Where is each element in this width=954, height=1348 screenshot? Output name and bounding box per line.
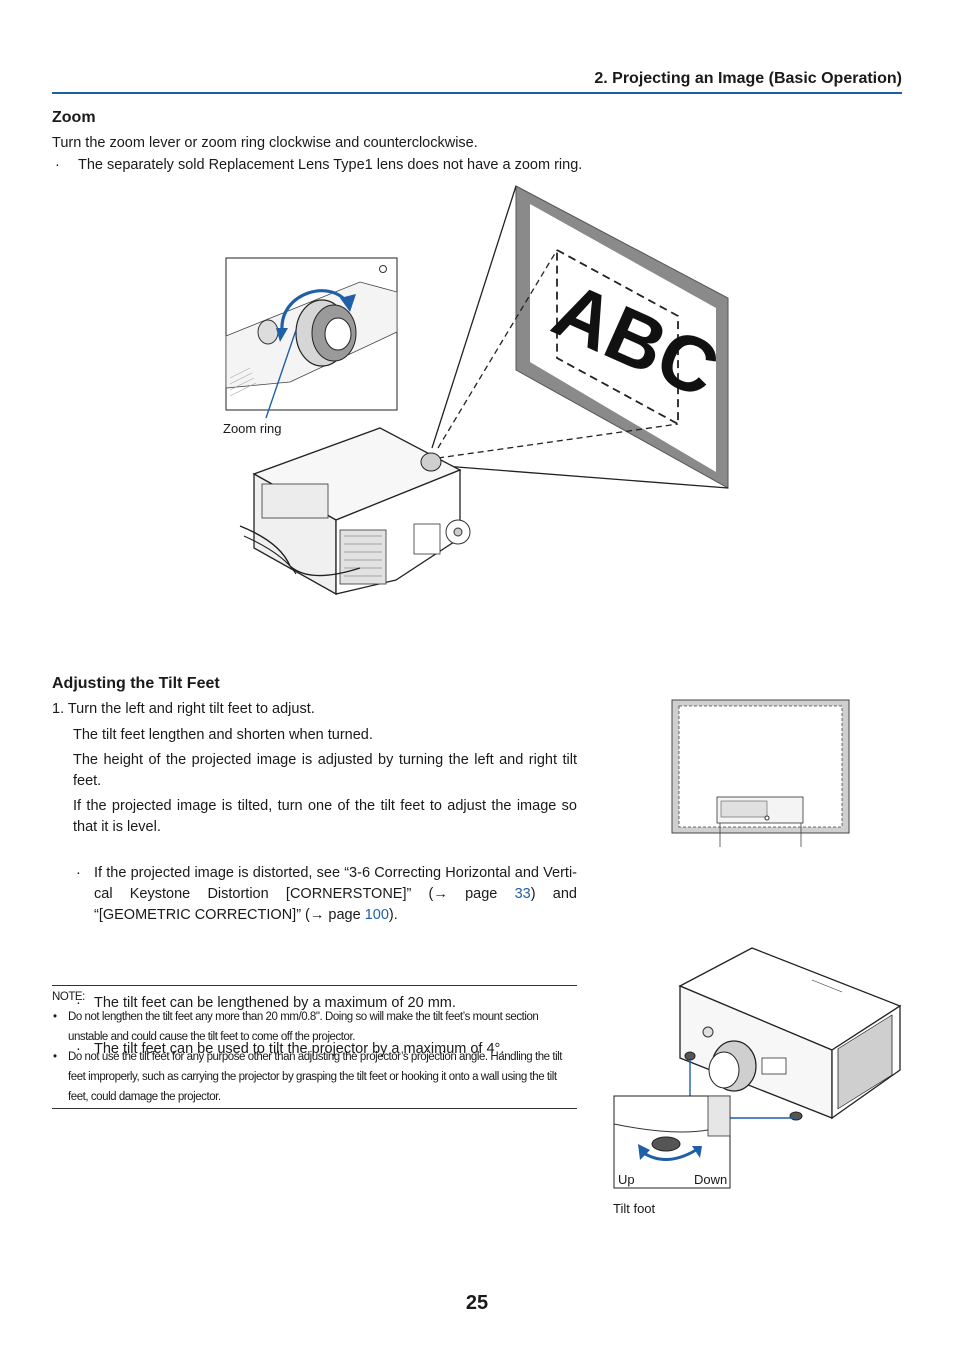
tilt-down-label: Down bbox=[694, 1172, 728, 1187]
projector-illustration-2 bbox=[678, 947, 902, 1121]
projection-screen: ABC bbox=[515, 185, 731, 489]
tilt-screen-figure bbox=[671, 699, 850, 847]
page-100-link[interactable]: 100 bbox=[364, 907, 389, 923]
tilt-para-3: If the projected image is tilted, turn o… bbox=[73, 798, 577, 835]
tilt-bullet-keystone-text-1: If the projected image is distorted, see… bbox=[94, 865, 577, 902]
projection-lines bbox=[431, 185, 729, 489]
running-header: 2. Projecting an Image (Basic Operation) bbox=[52, 70, 902, 94]
tilt-para-1: The tilt feet lengthen and shorten when … bbox=[73, 727, 373, 743]
zoom-intro: Turn the zoom lever or zoom ring clockwi… bbox=[52, 135, 478, 151]
zoom-ring-inset bbox=[225, 257, 398, 419]
tilt-step-1: 1. Turn the left and right tilt feet to … bbox=[52, 701, 315, 717]
note-box: NOTE: Do not lengthen the tilt feet any … bbox=[52, 985, 577, 1109]
page-number: 25 bbox=[465, 1292, 489, 1314]
tilt-foot-figure bbox=[613, 947, 902, 1189]
tilt-bullet-keystone-text-2: ) and “[GEOMETRIC CORRECTION]” (→ page bbox=[94, 886, 577, 923]
tilt-bullet-keystone: If the projected image is distorted, see… bbox=[73, 863, 577, 926]
zoom-heading: Zoom bbox=[52, 109, 96, 126]
note-item-1: Do not lengthen the tilt feet any more t… bbox=[52, 1007, 577, 1047]
tilt-para-2: The height of the projected image is adj… bbox=[73, 752, 577, 789]
tilt-bullet-keystone-text-3: ). bbox=[388, 907, 398, 923]
tilt-up-label: Up bbox=[618, 1172, 635, 1187]
tilt-heading: Adjusting the Tilt Feet bbox=[52, 675, 220, 692]
note-label: NOTE: bbox=[52, 991, 85, 1003]
tilt-foot-label: Tilt foot bbox=[613, 1201, 656, 1216]
zoom-ring-label: Zoom ring bbox=[223, 421, 282, 436]
tilt-foot-inset bbox=[613, 1095, 731, 1189]
zoom-bullet: The separately sold Replacement Lens Typ… bbox=[52, 155, 928, 176]
projector-illustration bbox=[239, 427, 471, 596]
zoom-figure: ABC bbox=[225, 185, 731, 596]
note-item-2: Do not use the tilt feet for any purpose… bbox=[52, 1047, 577, 1107]
page-33-link[interactable]: 33 bbox=[514, 886, 531, 902]
